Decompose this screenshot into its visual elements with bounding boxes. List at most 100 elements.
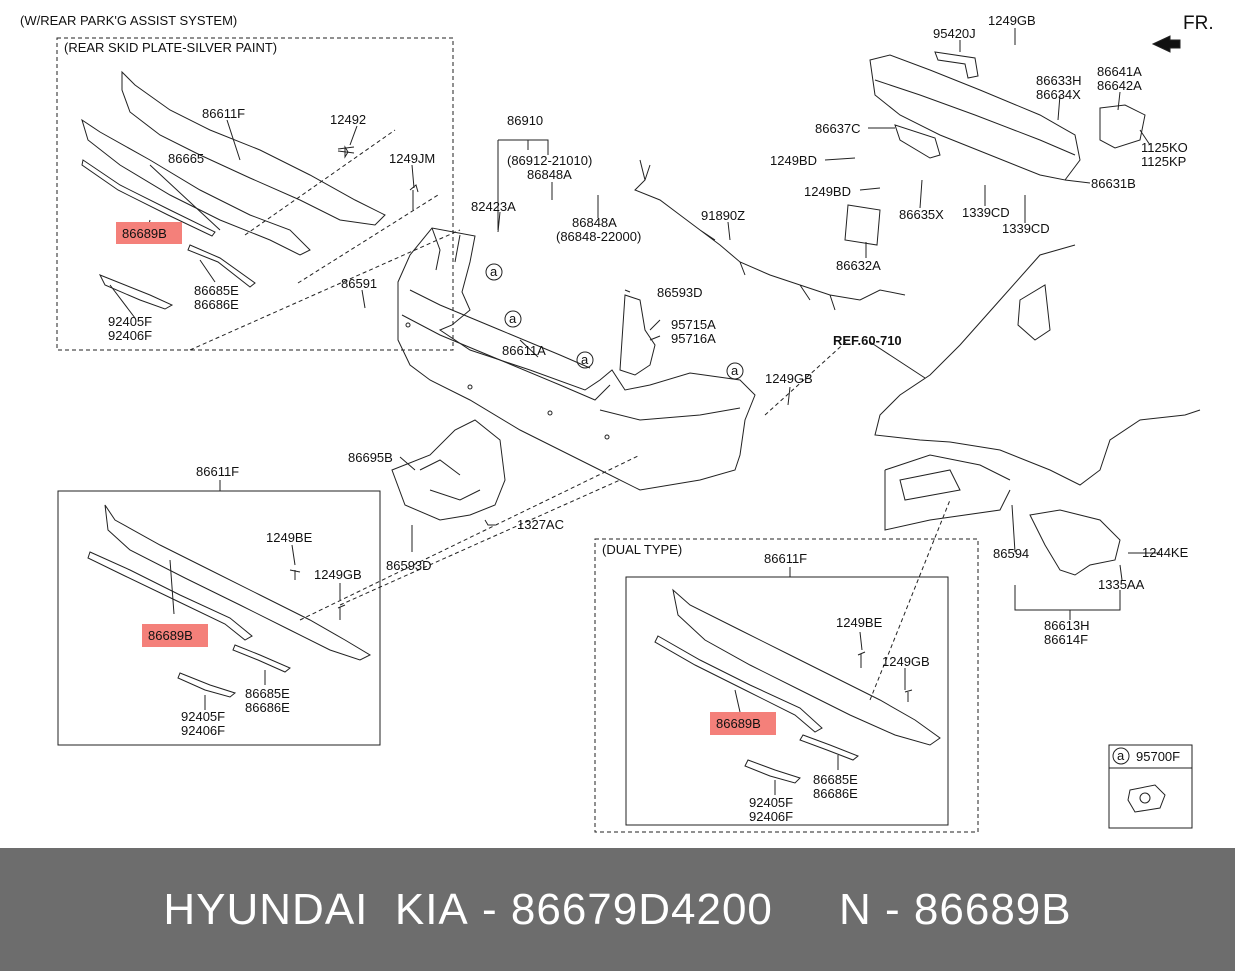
part-label: 1327AC	[517, 517, 564, 532]
part-label: 86593D	[386, 558, 432, 573]
parts-diagram: (W/REAR PARK'G ASSIST SYSTEM) FR. (REAR …	[20, 13, 1214, 833]
part-label-highlighted: 86689B	[148, 628, 193, 643]
brand-label: HYUNDAI KIA	[163, 884, 469, 934]
bolt-1249jm	[409, 184, 419, 210]
part-label: 86594	[993, 546, 1029, 561]
part-label: 1244KE	[1142, 545, 1189, 560]
part-label: 1125KO	[1141, 140, 1188, 155]
reflector-92405f-bl	[177, 672, 237, 698]
part-label: 82423A	[471, 199, 516, 214]
part-label: 1249GB	[314, 567, 362, 582]
part-label: 86848A	[527, 167, 572, 182]
strip-86689b-dt	[654, 635, 823, 733]
part-label: 12492	[330, 112, 366, 127]
part-label: 1249GB	[988, 13, 1036, 28]
rear-bumper-86611a	[397, 227, 756, 491]
option-note: (W/REAR PARK'G ASSIST SYSTEM)	[20, 13, 237, 28]
dual-type-outer-frame	[594, 538, 979, 833]
part-label: 1249BE	[266, 530, 313, 545]
part-label: 86642A	[1097, 78, 1142, 93]
bracket-95420j	[934, 51, 979, 79]
part-label: 95715A	[671, 317, 716, 332]
part-label: 92406F	[181, 723, 225, 738]
bracket-95715a	[619, 294, 656, 376]
part-label: 92405F	[108, 314, 152, 329]
part-label: 86685E	[245, 686, 290, 701]
trim-86685e-dt	[799, 734, 859, 761]
part-label: 86635X	[899, 207, 944, 222]
callout-a: a	[509, 311, 517, 326]
part-label: 86633H	[1036, 73, 1082, 88]
part-label: 86686E	[194, 297, 239, 312]
part-label: 86611A	[502, 343, 546, 358]
part-label: 1249GB	[765, 371, 813, 386]
part-label: 86632A	[836, 258, 881, 273]
part-label: 86593D	[657, 285, 703, 300]
part-label: 86641A	[1097, 64, 1142, 79]
callout-a: a	[731, 363, 739, 378]
callout-a: a	[581, 352, 589, 367]
part-label: 92405F	[749, 795, 793, 810]
skid-reflector-92405f	[98, 274, 174, 310]
reflector-92405f-dt	[744, 759, 801, 784]
part-label: 86695B	[348, 450, 393, 465]
skid-plate-86611f-bl	[104, 504, 372, 661]
group-dual-type-title: (DUAL TYPE)	[602, 542, 682, 557]
part-label: 1249BD	[804, 184, 851, 199]
part-label: 95420J	[933, 26, 976, 41]
part-label: 86634X	[1036, 87, 1081, 102]
part-label: 86631B	[1091, 176, 1136, 191]
part-label: 86613H	[1044, 618, 1090, 633]
skid-trim-86685e	[187, 244, 256, 288]
part-label: 86637C	[815, 121, 861, 136]
callout-a: a	[1117, 748, 1125, 763]
part-label: 1339CD	[1002, 221, 1050, 236]
part-label: 1125KP	[1141, 154, 1186, 169]
parking-sensor-icon	[1127, 784, 1166, 813]
sticker-86632a	[844, 204, 881, 246]
strip-86689b-bl	[87, 551, 253, 641]
rear-beam-86631b	[869, 54, 1081, 181]
part-label: 91890Z	[701, 208, 745, 223]
group-skid-plate-title: (REAR SKID PLATE-SILVER PAINT)	[64, 40, 277, 55]
highlight-86689b-skid	[116, 222, 182, 244]
part-label: 1339CD	[962, 205, 1010, 220]
part-label: 86848A	[572, 215, 617, 230]
part-label: 86611F	[196, 464, 239, 479]
highlight-86689b-bl	[142, 624, 208, 647]
part-label: 86665	[168, 151, 204, 166]
part-label: 92406F	[108, 328, 152, 343]
wiring-harness-91890z	[634, 159, 906, 311]
part-label: 1249GB	[882, 654, 930, 669]
part-label: 86910	[507, 113, 543, 128]
spacer	[773, 885, 839, 935]
dual-type-inner-frame	[625, 576, 949, 826]
part-label-highlighted: 86689B	[716, 716, 761, 731]
part-label: 1249JM	[389, 151, 435, 166]
part-label: 95700F	[1136, 749, 1180, 764]
direction-label: FR.	[1183, 13, 1214, 34]
part-label: 86591	[341, 276, 377, 291]
bolt-12492	[337, 146, 355, 154]
bracket-86613h	[1029, 509, 1121, 576]
skid-strip-86689b	[81, 159, 216, 237]
part-label-highlighted: 86689B	[122, 226, 167, 241]
part-label: 86686E	[813, 786, 858, 801]
part-label: 86686E	[245, 700, 290, 715]
part-label: 86685E	[194, 283, 239, 298]
part-label: 92405F	[181, 709, 225, 724]
part-label: 1335AA	[1098, 577, 1145, 592]
part-label: 86685E	[813, 772, 858, 787]
under-cover-86695b	[391, 419, 506, 521]
part-label: 1249BD	[770, 153, 817, 168]
legend-box	[1108, 744, 1193, 829]
quarter-panel-ref	[874, 244, 1201, 531]
callout-a: a	[490, 264, 498, 279]
skid-plate-86611f-top	[121, 70, 386, 226]
trim-86685e-bl	[232, 644, 291, 673]
front-arrow-icon	[1151, 35, 1181, 53]
part-label: 86614F	[1044, 632, 1088, 647]
highlight-86689b-dt	[710, 712, 776, 735]
skid-plate-86611f-dt	[672, 588, 941, 746]
item-number: 86689B	[913, 884, 1072, 934]
